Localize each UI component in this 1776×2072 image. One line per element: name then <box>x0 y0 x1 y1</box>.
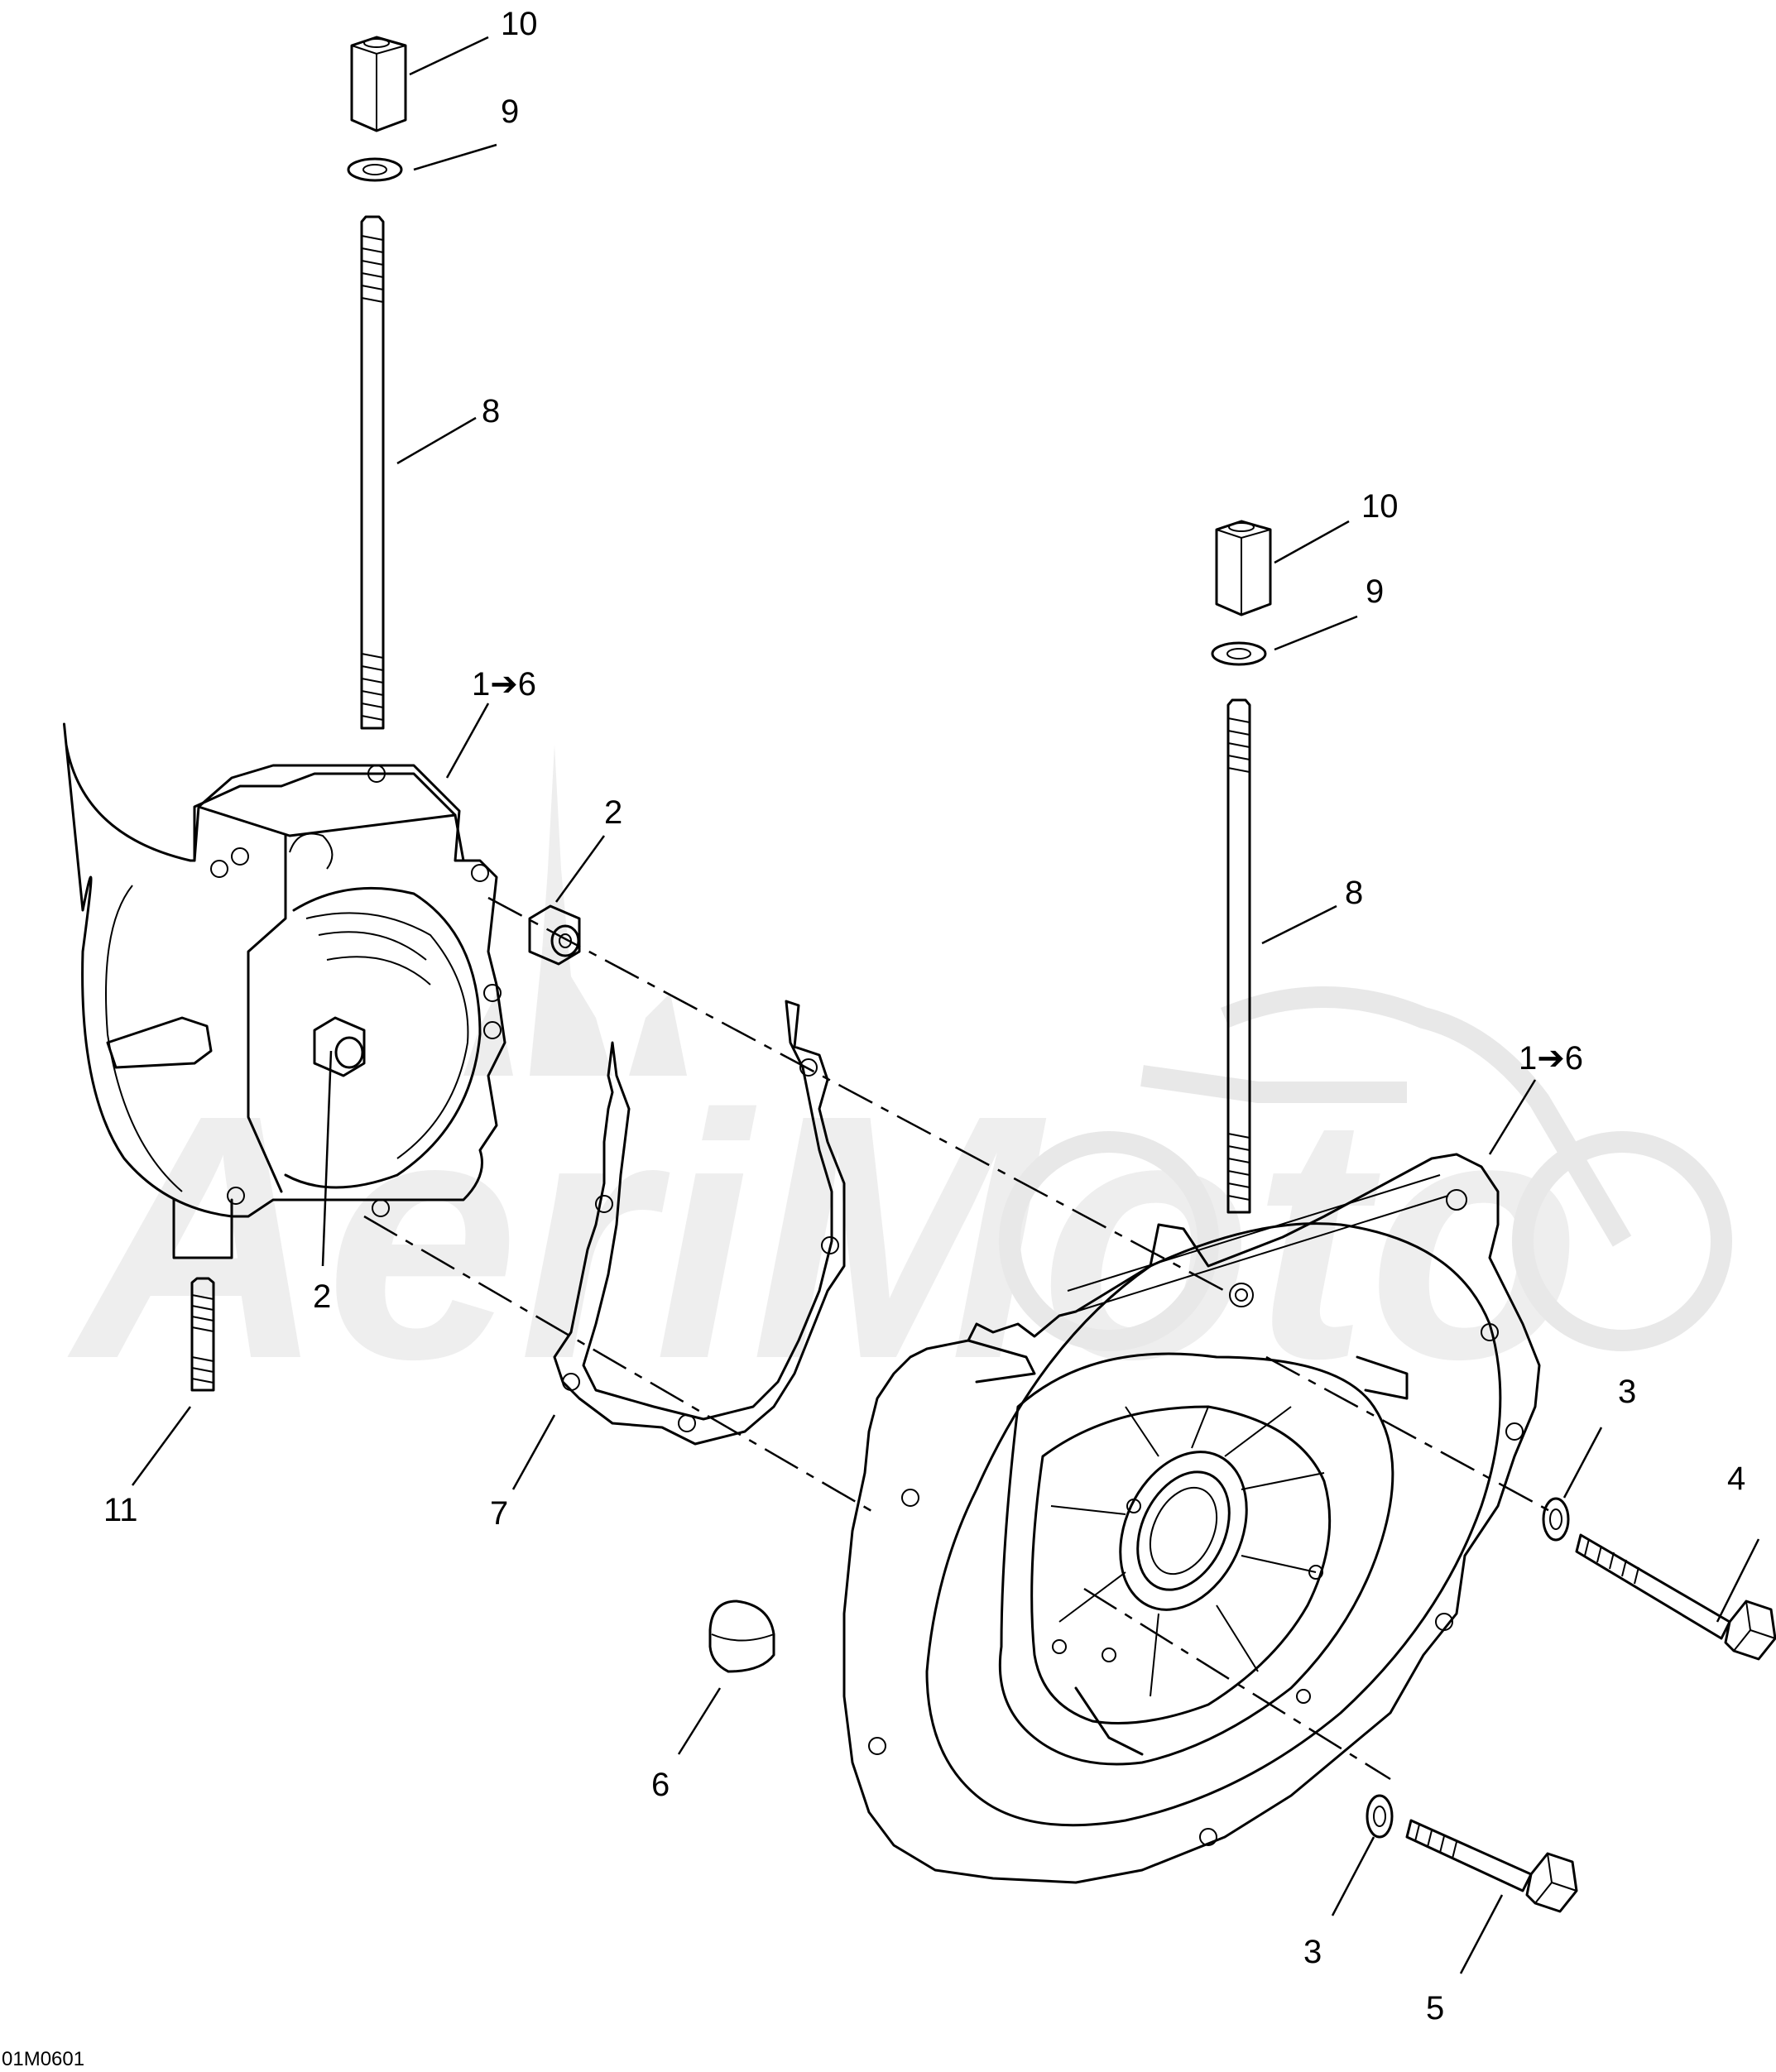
svg-text:AeriMoto: AeriMoto <box>64 1043 1581 1432</box>
left-stud <box>360 215 385 730</box>
gasket <box>553 1000 846 1446</box>
right-washer <box>1211 641 1267 666</box>
small-stud <box>190 1277 215 1392</box>
callout-right-stud: 8 <box>1345 875 1363 911</box>
callout-washer-upper: 3 <box>1618 1374 1636 1410</box>
plug <box>708 1600 775 1673</box>
left-washer <box>347 157 403 182</box>
callout-small-stud: 11 <box>103 1492 138 1528</box>
right-nut <box>1215 520 1272 616</box>
callout-dowel-lower: 2 <box>313 1278 331 1315</box>
leader-lines <box>131 36 1760 1974</box>
callout-bolt-lower: 5 <box>1426 1990 1444 2026</box>
callout-right-nut: 10 <box>1361 488 1399 525</box>
right-stud <box>1226 698 1251 1214</box>
axis-line-upper <box>487 896 1226 1293</box>
callout-right-cover: 1➔6 <box>1519 1040 1583 1077</box>
callout-left-housing: 1➔6 <box>472 666 536 703</box>
callout-dowel-upper: 2 <box>604 794 622 831</box>
left-housing <box>63 722 506 1259</box>
bolt-upper <box>1575 1533 1776 1661</box>
callout-labels: 10 9 8 1➔6 2 2 11 7 6 10 9 8 1➔6 3 4 3 5 <box>103 6 1745 2026</box>
dowel-lower <box>313 1016 366 1077</box>
axis-line-bolt-lower <box>1083 1587 1391 1781</box>
callout-gasket: 7 <box>490 1495 508 1532</box>
axis-line-bolt-upper <box>1265 1355 1557 1516</box>
washer-lower <box>1366 1794 1394 1839</box>
callout-left-washer: 9 <box>501 94 519 130</box>
axis-line-lower <box>363 1215 878 1516</box>
callout-left-stud: 8 <box>482 393 500 429</box>
watermark-logo: AeriMoto <box>64 745 1732 1432</box>
washer-upper <box>1542 1497 1570 1542</box>
callout-left-nut: 10 <box>501 6 538 42</box>
callout-plug: 6 <box>651 1767 670 1803</box>
right-cover <box>842 1153 1541 1884</box>
figure-code: 01M0601 <box>2 2048 84 2070</box>
bolt-lower <box>1405 1819 1578 1913</box>
callout-bolt-upper: 4 <box>1727 1460 1745 1497</box>
callout-right-washer: 9 <box>1366 573 1384 610</box>
left-nut <box>350 36 407 132</box>
callout-washer-lower: 3 <box>1303 1934 1322 1970</box>
dowel-upper <box>528 904 581 966</box>
